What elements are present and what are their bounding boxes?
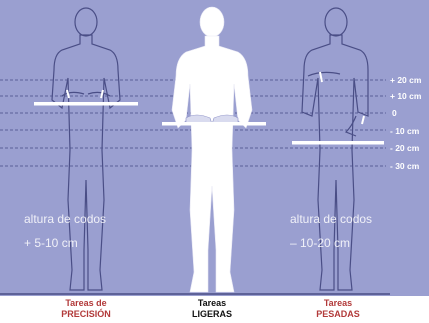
body-outline <box>52 35 120 290</box>
scale-labels: + 20 cm + 10 cm 0 - 10 cm - 20 cm - 30 c… <box>390 75 422 171</box>
note-value: – 10-20 cm <box>290 236 372 250</box>
caption-title: LIGERAS <box>157 309 267 320</box>
elbow-height-note-right: altura de codos – 10-20 cm <box>290 212 372 250</box>
note-line: altura de codos <box>24 212 106 226</box>
body-silhouette <box>172 36 252 292</box>
caption-line: Tareas <box>283 298 393 309</box>
work-surface-heavy <box>292 141 384 145</box>
elbow-height-note-left: altura de codos + 5-10 cm <box>24 212 106 250</box>
caption-title: PRECISIÓN <box>31 309 141 320</box>
head <box>325 8 347 36</box>
note-value: + 5-10 cm <box>24 236 106 250</box>
note-line: altura de codos <box>290 212 372 226</box>
scale-label: 0 <box>392 108 397 118</box>
arms-raised <box>308 72 356 136</box>
scale-label: + 10 cm <box>390 91 422 101</box>
caption-title: PESADAS <box>283 309 393 320</box>
scale-label: - 30 cm <box>390 161 420 171</box>
head <box>200 7 224 37</box>
work-surface-light <box>162 122 266 126</box>
caption-heavy: Tareas PESADAS <box>283 298 393 320</box>
scale-label: - 10 cm <box>390 126 420 136</box>
figure-light-task <box>172 7 252 292</box>
caption-precision: Tareas de PRECISIÓN <box>31 298 141 320</box>
caption-light: Tareas LIGERAS <box>157 298 267 320</box>
caption-line: Tareas <box>157 298 267 309</box>
scale-label: + 20 cm <box>390 75 422 85</box>
head <box>75 8 97 36</box>
work-surface-precision <box>34 102 138 106</box>
scale-label: - 20 cm <box>390 143 420 153</box>
caption-line: Tareas de <box>31 298 141 309</box>
elbow-marks <box>67 90 103 98</box>
